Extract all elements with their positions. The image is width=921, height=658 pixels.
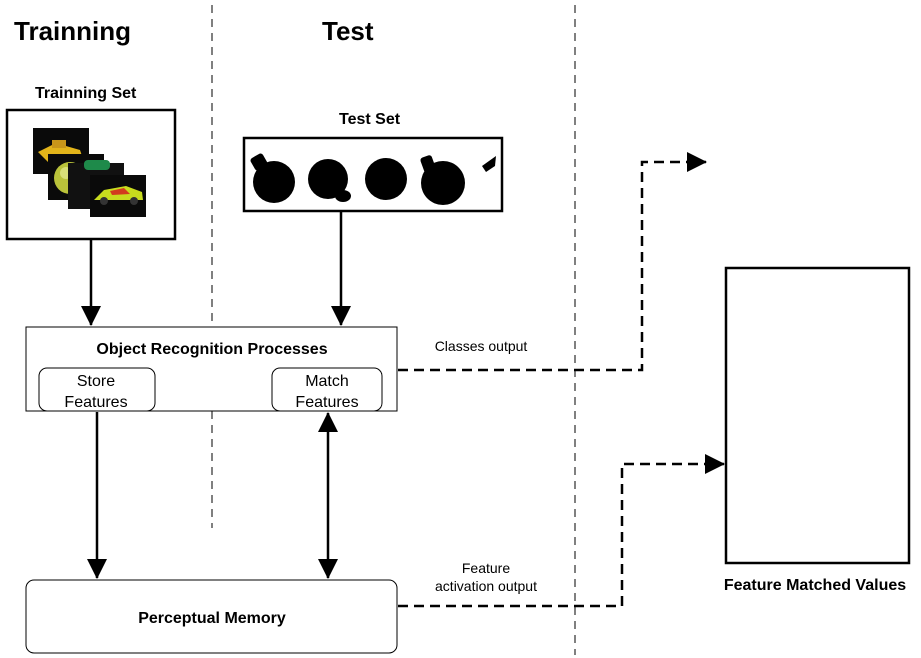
test-silhouettes-icon — [250, 153, 496, 205]
test-set-label: Test Set — [339, 111, 401, 128]
training-set-label: Trainning Set — [35, 85, 137, 102]
classes-output-label: Classes output — [435, 338, 528, 354]
arrow-classes-output — [398, 152, 707, 372]
heading-training: Trainning — [14, 16, 131, 46]
perceptual-memory-box — [25, 579, 398, 654]
feature-matched-values-box — [724, 266, 911, 565]
match-features-line2: Features — [295, 394, 358, 411]
object-recognition-title: Object Recognition Processes — [96, 341, 327, 358]
match-features-line1: Match — [305, 373, 349, 390]
perceptual-memory-label: Perceptual Memory — [138, 610, 286, 627]
feature-output-line2: activation output — [435, 578, 537, 594]
training-images-icon — [33, 128, 146, 217]
store-features-line2: Features — [64, 394, 127, 411]
store-features-line1: Store — [77, 373, 115, 390]
feature-matched-values-label: Feature Matched Values — [724, 577, 906, 594]
store-features-box — [38, 367, 156, 412]
heading-test: Test — [322, 16, 374, 46]
feature-output-line1: Feature — [462, 560, 510, 576]
arrow-feature-activation-output — [398, 454, 725, 608]
match-features-box — [271, 367, 383, 412]
